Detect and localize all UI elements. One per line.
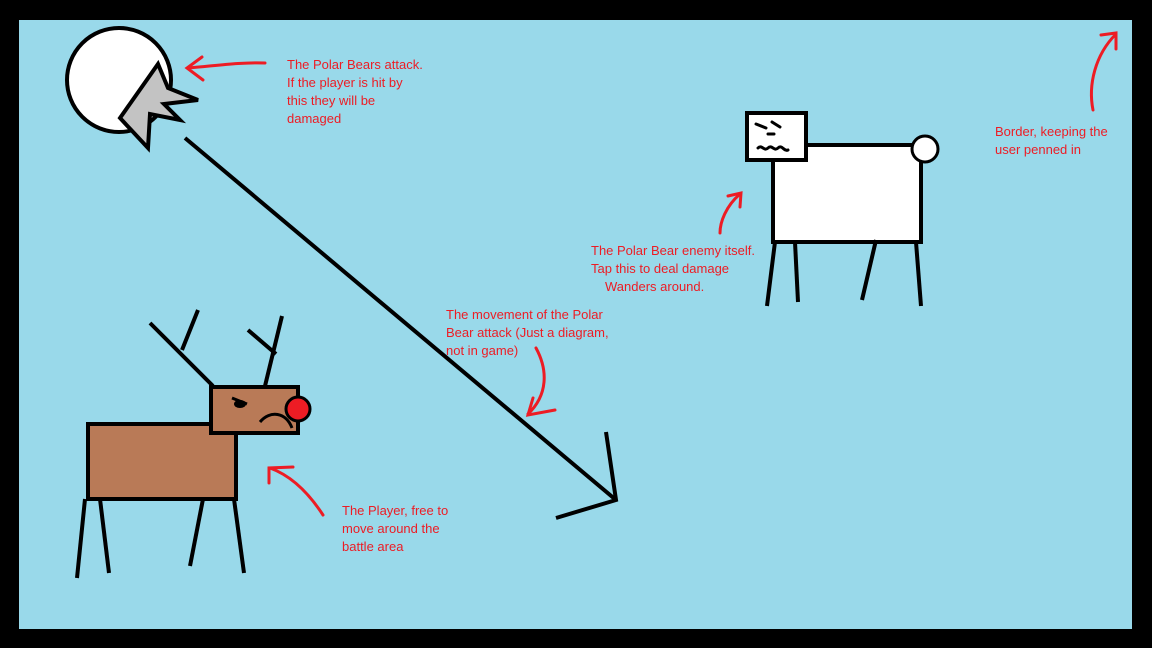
player-annotation-line: The Player, free to: [342, 503, 449, 518]
movement-annotation: The movement of the Polar Bear attack (J…: [446, 306, 609, 360]
border-annotation-line: Border, keeping the: [995, 124, 1108, 139]
attack-annotation-line: this they will be: [287, 93, 376, 108]
border-annotation: Border, keeping the user penned in: [995, 123, 1108, 159]
snowball-attack-icon: [65, 26, 199, 153]
annotation-arrows: [184, 31, 1118, 517]
reindeer-player-icon: [75, 309, 312, 579]
player-annotation-line: move around the: [342, 521, 440, 536]
border-pointer-arrow: [1089, 31, 1118, 112]
enemy-annotation: The Polar Bear enemy itself. Tap this to…: [591, 242, 755, 296]
border-annotation-line: user penned in: [995, 142, 1082, 157]
attack-pointer-arrow: [184, 55, 267, 82]
movement-annotation-line: The movement of the Polar: [446, 307, 603, 322]
player-pointer-arrow: [267, 465, 325, 517]
attack-annotation-line: If the player is hit by: [287, 75, 403, 90]
attack-annotation-line: The Polar Bears attack.: [287, 57, 423, 72]
polar-bear-icon: [745, 111, 940, 307]
player-annotation-line: battle area: [342, 539, 404, 554]
movement-annotation-line: Bear attack (Just a diagram,: [446, 325, 609, 340]
attack-annotation-line: damaged: [287, 111, 342, 126]
movement-annotation-line: not in game): [446, 343, 519, 358]
attack-annotation: The Polar Bears attack. If the player is…: [287, 56, 423, 128]
enemy-annotation-line: The Polar Bear enemy itself.: [591, 243, 756, 258]
battle-area: [19, 20, 1132, 629]
movement-pointer-arrow: [525, 346, 557, 417]
trajectory-arrow-icon: [183, 136, 619, 520]
player-annotation: The Player, free to move around the batt…: [342, 502, 448, 556]
enemy-pointer-arrow: [718, 191, 743, 235]
enemy-annotation-line: Tap this to deal damage: [591, 261, 730, 276]
enemy-annotation-line: Wanders around.: [605, 279, 705, 294]
